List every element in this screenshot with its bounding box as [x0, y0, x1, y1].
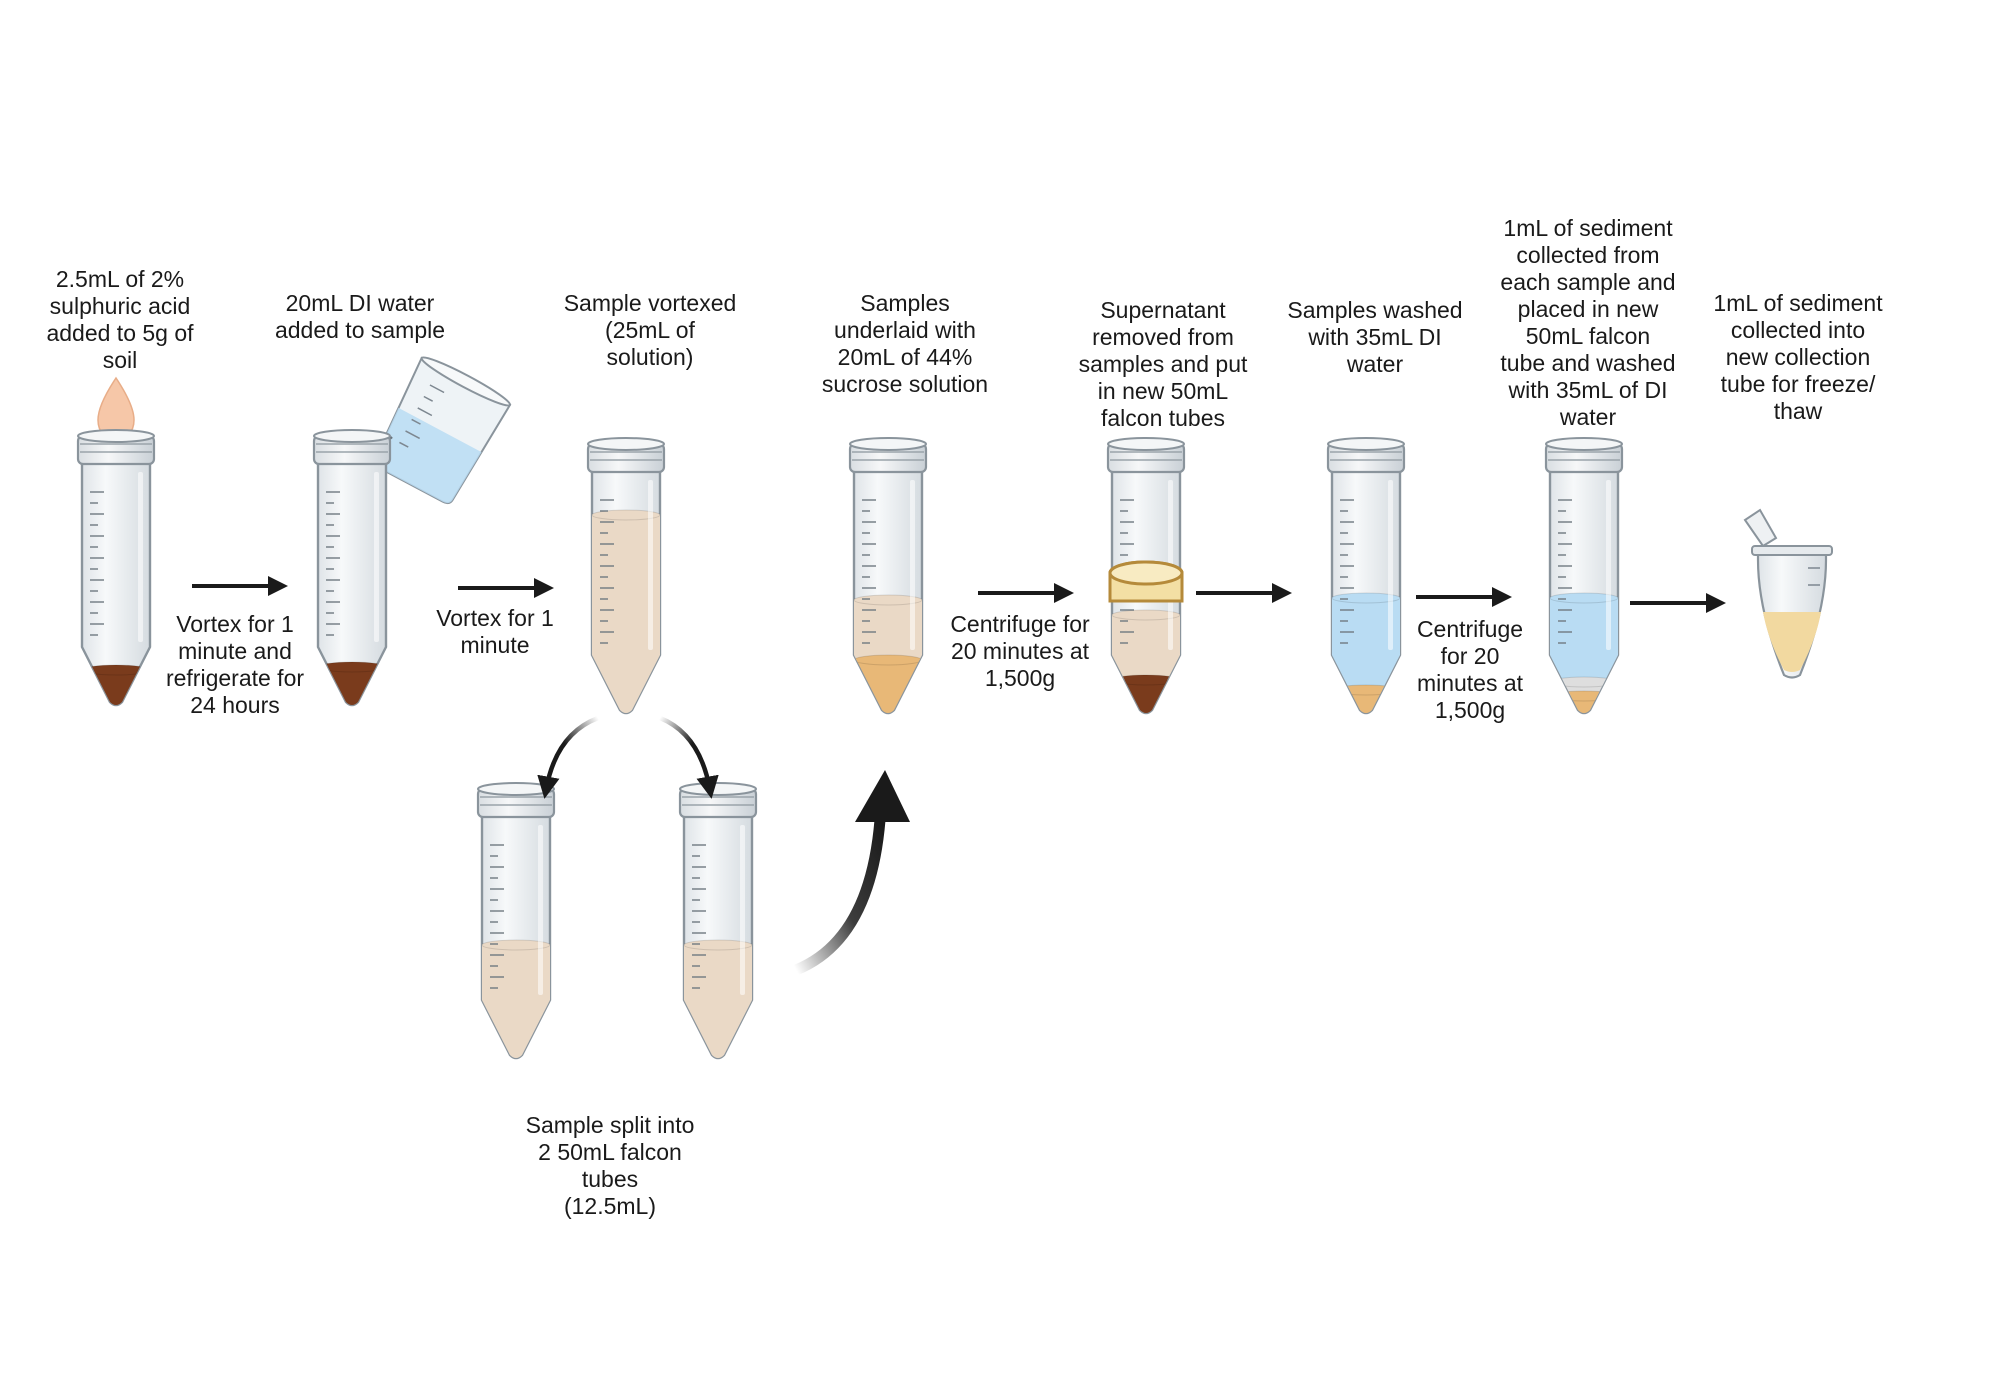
arrow1-label: Vortex for 1 minute and refrigerate for …: [165, 611, 305, 718]
step1-label: 2.5mL of 2% sulphuric acid added to 5g o…: [46, 266, 194, 373]
falcon-tube-icon: [586, 437, 666, 715]
falcon-tube-icon: [476, 782, 556, 1060]
falcon-tube-icon: [312, 429, 392, 707]
arrow4-label: Centrifuge for 20 minutes at 1,500g: [1416, 616, 1524, 723]
microcentrifuge-tube-icon: [1743, 508, 1833, 679]
falcon-tube-icon: [848, 437, 928, 715]
step3-label: Sample vortexed (25mL of solution): [563, 290, 737, 370]
split-arrow-left: [537, 715, 599, 799]
falcon-tube-icon: [1106, 437, 1186, 715]
step6-label: Samples washed with 35mL DI water: [1287, 297, 1463, 377]
step4-label: Samples underlaid with 20mL of 44% sucro…: [821, 290, 989, 397]
falcon-tube-icon: [1544, 437, 1624, 715]
falcon-tube-icon: [678, 782, 758, 1060]
step7-label: 1mL of sediment collected from each samp…: [1500, 215, 1676, 430]
curved-arrow-icon: [793, 819, 886, 976]
arrow3-label: Centrifuge for 20 minutes at 1,500g: [950, 611, 1090, 691]
falcon-tube-icon: [76, 429, 156, 707]
split-label: Sample split into 2 50mL falcon tubes (1…: [525, 1112, 695, 1219]
step2-label: 20mL DI water added to sample: [274, 290, 446, 343]
curved-arrow-head: [855, 770, 910, 822]
step5-label: Supernatant removed from samples and put…: [1078, 297, 1248, 431]
arrow2-label: Vortex for 1 minute: [436, 605, 554, 658]
split-arrow-right: [659, 715, 719, 799]
beaker-icon: [373, 356, 512, 505]
step8-label: 1mL of sediment collected into new colle…: [1713, 290, 1883, 424]
